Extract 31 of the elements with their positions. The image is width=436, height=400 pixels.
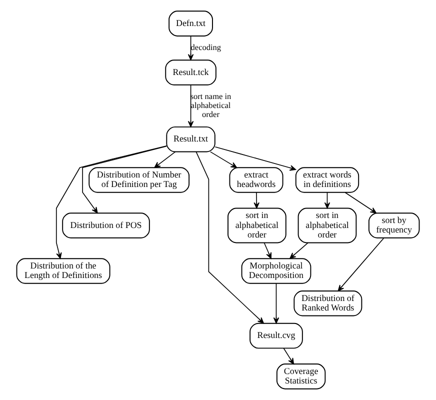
- arrow: [154, 151, 176, 168]
- node-box: Result.cvg: [250, 322, 303, 349]
- arrow: [82, 146, 167, 214]
- node-box: Morphological Decomposition: [241, 258, 312, 284]
- node-box: Coverage Statistics: [276, 364, 326, 390]
- node-box: Distribution of Ranked Words: [294, 290, 362, 316]
- arrow: [214, 146, 296, 171]
- node-box: Distribution of Number of Definition per Tag: [88, 167, 190, 193]
- arrow: [283, 348, 294, 364]
- node-box: Distribution of POS: [62, 212, 150, 238]
- arrow: [56, 146, 167, 259]
- node-box: Result.tck: [165, 60, 216, 86]
- node-box: extract headwords: [229, 167, 284, 193]
- node-box: Defn.txt: [168, 10, 213, 36]
- node-box: extract words in definitions: [295, 167, 360, 193]
- arrow: [254, 192, 260, 209]
- arrow: [210, 151, 238, 168]
- arrow: [338, 238, 384, 292]
- node-box: Result.txt: [166, 126, 216, 152]
- node-box: sort in alphabetical order: [228, 208, 286, 244]
- arrow: [196, 151, 264, 324]
- node-box: sort by frequency: [368, 212, 420, 238]
- arrow: [188, 84, 194, 128]
- node-box: Distribution of the Length of Definitions: [16, 258, 110, 284]
- arrow: [324, 192, 330, 209]
- arrow: [264, 242, 272, 259]
- arrow: [344, 192, 377, 214]
- arrow: [290, 242, 308, 259]
- arrow: [188, 36, 194, 60]
- arrow: [273, 283, 280, 324]
- node-box: sort in alphabetical order: [298, 208, 357, 244]
